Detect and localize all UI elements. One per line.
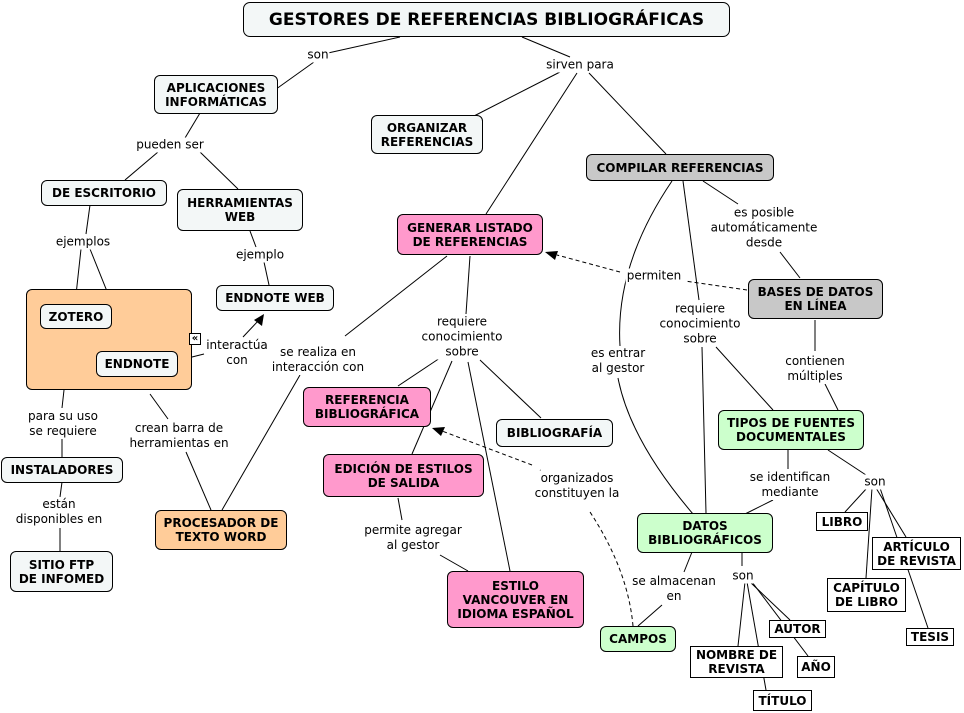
phrase-organizados: organizados constituyen la: [533, 471, 621, 501]
phrase-sirven-para: sirven para: [545, 57, 615, 73]
node-bases-de-datos[interactable]: BASES DE DATOS EN LÍNEA: [748, 279, 883, 319]
phrase-pueden-ser: pueden ser: [135, 137, 205, 153]
node-datos-bibliograficos[interactable]: DATOS BIBLIOGRÁFICOS: [637, 513, 773, 553]
phrase-ejemplos: ejemplos: [54, 234, 112, 250]
node-instaladores[interactable]: INSTALADORES: [1, 457, 123, 483]
node-endnote[interactable]: ENDNOTE: [96, 351, 178, 377]
node-generar-listado[interactable]: GENERAR LISTADO DE REFERENCIAS: [397, 214, 543, 255]
phrase-es-posible: es posible automáticamente desde: [709, 205, 819, 251]
phrase-requiere-conocimiento-left: requiere conocimiento sobre: [420, 314, 504, 360]
phrase-se-identifican: se identifican mediante: [748, 470, 832, 500]
phrase-permite-agregar: permite agregar al gestor: [363, 523, 463, 553]
node-procesador-texto-word[interactable]: PROCESADOR DE TEXTO WORD: [155, 510, 287, 550]
node-organizar-referencias[interactable]: ORGANIZAR REFERENCIAS: [371, 115, 483, 154]
node-anio[interactable]: AÑO: [797, 656, 835, 678]
phrase-son-datos: son: [731, 568, 755, 584]
node-edicion-de-estilos[interactable]: EDICIÓN DE ESTILOS DE SALIDA: [323, 454, 484, 497]
node-autor[interactable]: AUTOR: [769, 620, 826, 638]
phrase-son-top: son: [306, 47, 330, 63]
node-campos[interactable]: CAMPOS: [600, 626, 676, 652]
phrase-se-almacenan: se almacenan en: [631, 574, 717, 604]
node-endnote-web[interactable]: ENDNOTE WEB: [216, 285, 334, 311]
node-de-escritorio[interactable]: DE ESCRITORIO: [41, 180, 167, 206]
phrase-contienen-multiples: contienen múltiples: [784, 354, 846, 384]
expand-icon[interactable]: «: [189, 333, 201, 345]
node-compilar-referencias[interactable]: COMPILAR REFERENCIAS: [586, 154, 774, 181]
phrase-se-realiza: se realiza en interacción con: [270, 345, 366, 375]
node-nombre-de-revista[interactable]: NOMBRE DE REVISTA: [690, 646, 783, 678]
node-herramientas-web[interactable]: HERRAMIENTAS WEB: [177, 189, 303, 231]
node-libro[interactable]: LIBRO: [816, 512, 868, 531]
phrase-estan-disponibles: están disponibles en: [14, 497, 104, 527]
node-titulo[interactable]: TÍTULO: [753, 690, 812, 711]
title-node[interactable]: GESTORES DE REFERENCIAS BIBLIOGRÁFICAS: [243, 2, 730, 37]
node-sitio-ftp-infomed[interactable]: SITIO FTP DE INFOMED: [10, 551, 113, 592]
node-articulo-de-revista[interactable]: ARTÍCULO DE REVISTA: [872, 537, 961, 570]
node-referencia-bibliografica[interactable]: REFERENCIA BIBLIOGRÁFICA: [303, 387, 431, 427]
node-estilo-vancouver[interactable]: ESTILO VANCOUVER EN IDIOMA ESPAÑOL: [447, 571, 584, 628]
node-aplicaciones-informaticas[interactable]: APLICACIONES INFORMÁTICAS: [154, 75, 278, 114]
phrase-interactua-con: interactúa con: [205, 338, 269, 368]
node-capitulo-de-libro[interactable]: CAPÍTULO DE LIBRO: [827, 578, 906, 612]
phrase-para-su-uso: para su uso se requiere: [27, 409, 99, 439]
node-tipos-de-fuentes[interactable]: TIPOS DE FUENTES DOCUMENTALES: [718, 410, 864, 450]
phrase-requiere-conocimiento-right: requiere conocimiento sobre: [658, 301, 742, 347]
node-bibliografia[interactable]: BIBLIOGRAFÍA: [496, 419, 613, 447]
phrase-son-tipos: son: [863, 474, 887, 490]
phrase-permiten: permiten: [625, 268, 683, 284]
node-tesis[interactable]: TESIS: [906, 628, 954, 646]
phrase-ejemplo: ejemplo: [234, 247, 286, 263]
phrase-es-entrar: es entrar al gestor: [589, 346, 647, 376]
phrase-crean-barra: crean barra de herramientas en: [128, 421, 230, 451]
node-zotero[interactable]: ZOTERO: [40, 304, 112, 329]
